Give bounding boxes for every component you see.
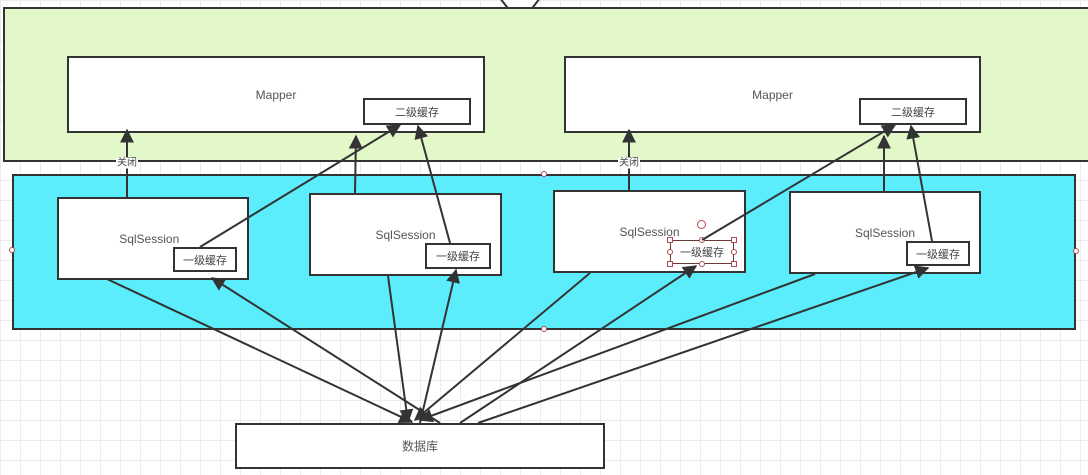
database-label: 数据库 bbox=[401, 439, 439, 454]
close-label-1: 关闭 bbox=[116, 157, 138, 169]
rotate-handle[interactable] bbox=[697, 220, 706, 229]
resize-handle[interactable] bbox=[731, 261, 737, 267]
first-level-cache-4[interactable]: 一级缓存 bbox=[906, 241, 970, 266]
cache-label: 一级缓存 bbox=[680, 247, 724, 259]
cache-label: 一级缓存 bbox=[183, 254, 227, 267]
second-level-cache-1[interactable]: 二级缓存 bbox=[363, 98, 471, 125]
cache-label: 二级缓存 bbox=[891, 106, 935, 119]
resize-handle[interactable] bbox=[667, 249, 673, 255]
first-level-cache-1[interactable]: 一级缓存 bbox=[173, 247, 237, 272]
first-level-cache-2[interactable]: 一级缓存 bbox=[425, 243, 491, 269]
cache-label: 一级缓存 bbox=[916, 248, 960, 261]
container-handle[interactable] bbox=[541, 326, 547, 332]
mapper-label: Mapper bbox=[752, 87, 793, 102]
resize-handle[interactable] bbox=[731, 249, 737, 255]
mapper-label: Mapper bbox=[255, 87, 297, 102]
sqlsession-label: SqlSession bbox=[119, 231, 180, 246]
sqlsession-label: SqlSession bbox=[854, 225, 916, 240]
container-handle[interactable] bbox=[9, 247, 15, 253]
resize-handle[interactable] bbox=[699, 261, 705, 267]
first-level-cache-3-selected[interactable]: 一级缓存 bbox=[670, 240, 734, 264]
resize-handle[interactable] bbox=[731, 237, 737, 243]
resize-handle[interactable] bbox=[667, 261, 673, 267]
database-box[interactable]: 数据库 bbox=[235, 423, 605, 469]
resize-handle[interactable] bbox=[667, 237, 673, 243]
second-level-cache-2[interactable]: 二级缓存 bbox=[859, 98, 967, 125]
cache-label: 二级缓存 bbox=[395, 106, 439, 119]
sqlsession-label: SqlSession bbox=[375, 227, 436, 242]
resize-handle[interactable] bbox=[699, 237, 705, 243]
close-label-2: 关闭 bbox=[618, 157, 640, 169]
sqlsession-label: SqlSession bbox=[619, 224, 680, 239]
cache-label: 一级缓存 bbox=[436, 251, 480, 263]
container-handle[interactable] bbox=[1073, 248, 1079, 254]
container-handle[interactable] bbox=[541, 171, 547, 177]
